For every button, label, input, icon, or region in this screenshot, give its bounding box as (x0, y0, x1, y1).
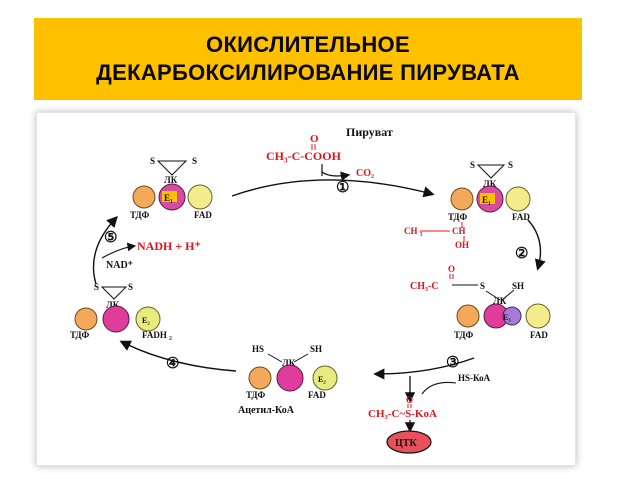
yellow-circle (505, 186, 531, 212)
s-label: S (480, 281, 485, 291)
step-2-label: ② (515, 245, 528, 262)
e1-inner (480, 193, 495, 204)
e1-inner (162, 191, 177, 202)
tca-node (386, 430, 432, 454)
title-line-1: ОКИСЛИТЕЛЬНОЕ (206, 32, 410, 57)
acetyl-coa-label: Ацетил-КоА (238, 405, 295, 416)
sh-bond (293, 353, 309, 363)
arrow-step-3 (373, 357, 475, 380)
complex-left: S S ЛК E₂ ТДФ FADH ₂ (70, 282, 172, 340)
lk-label: ЛК (106, 300, 120, 310)
pink-circle (276, 364, 304, 392)
nadh-label: NADH + H⁺ (137, 239, 201, 253)
e1-label: E₁ (482, 195, 491, 205)
fad-label: FAD (308, 390, 326, 400)
hydroxyethyl-oh: OH (455, 240, 469, 250)
step-1-label: ① (336, 179, 349, 196)
yellow-circle (187, 184, 213, 210)
pyruvate-oxo: O (310, 133, 319, 145)
s-left: S (150, 156, 155, 166)
tdf-label: ТДФ (448, 212, 468, 222)
co2-label: CO₂ (356, 168, 374, 179)
tdf-label: ТДФ (246, 390, 266, 400)
hydroxyethyl-ch3: CH ₃ (404, 226, 423, 236)
e2-label: E₂ (318, 375, 326, 384)
lk-label: ЛК (164, 175, 178, 185)
e2-circle (312, 365, 338, 391)
arrow-step-4 (119, 340, 237, 372)
fad-label: FAD (194, 210, 212, 220)
tdf-circle (456, 304, 480, 328)
hs-bond (267, 353, 283, 363)
hs-coa-label: HS-КоА (458, 373, 491, 383)
step-4-label: ④ (166, 355, 179, 372)
lk-label: ЛК (483, 179, 497, 189)
step-5-label: ⑤ (104, 229, 117, 246)
complex-top-left: S S ЛК E₁ ТДФ FAD (130, 156, 213, 220)
nadh-arrow (101, 242, 137, 259)
tdf-circle (450, 187, 474, 211)
lk-label: ЛК (493, 296, 507, 306)
complex-bottom: HS SH ЛК E₂ ТДФ FAD Ацетил-КоА (238, 344, 338, 416)
complex-top-right: S S ЛК E₁ ТДФ FAD CH ₃ CH OH (404, 160, 531, 250)
nad-label: NAD⁺ (106, 260, 133, 271)
e2-label: E₂ (142, 316, 150, 325)
s-right: S (128, 282, 133, 292)
e1-label: E₁ (164, 193, 173, 203)
lipoate-ring (476, 164, 506, 179)
hs-coa-arrow (421, 381, 457, 395)
lipoate-ring (100, 286, 128, 300)
lipoate-ring (156, 160, 188, 176)
s-left: S (94, 282, 99, 292)
acetyl-coa-formula: CH₃-C~S-KoA (368, 408, 437, 420)
title-banner: ОКИСЛИТЕЛЬНОЕ ДЕКАРБОКСИЛИРОВАНИЕ ПИРУВА… (34, 18, 582, 100)
sh-label: SH (512, 281, 524, 291)
step-3-label: ③ (446, 354, 459, 371)
fad-label: FAD (512, 212, 530, 222)
fadh2-label: FADH ₂ (142, 330, 172, 340)
pink-circle (102, 305, 130, 333)
acetyl-oxo: O (448, 264, 455, 274)
s-ring-left (485, 290, 501, 301)
pyruvate-label: Пируват (346, 125, 393, 139)
e3-circle (502, 306, 522, 326)
tdf-label: ТДФ (454, 330, 474, 340)
hydroxyethyl-ch: CH (452, 226, 466, 236)
hs-label: HS (252, 344, 264, 354)
complex-right: O CH₃-C S SH ЛК E₃ ТДФ FAD (410, 264, 551, 340)
arrow-step-1 (231, 179, 435, 198)
arrow-step-5 (92, 215, 118, 285)
lk-label: ЛК (282, 358, 296, 368)
s-right: S (508, 160, 513, 170)
acetyl-left: CH₃-C (410, 281, 439, 292)
tdf-circle (248, 366, 272, 390)
tdf-circle (74, 307, 98, 331)
diagram-frame (36, 112, 576, 466)
acetyl-coa-oxo: O (406, 395, 413, 405)
e3-label: E₃ (503, 313, 511, 322)
tdf-circle (132, 185, 156, 209)
s-left: S (470, 160, 475, 170)
yellow-circle (525, 303, 551, 329)
arrow-step-2 (527, 219, 546, 271)
fad-label: FAD (530, 330, 548, 340)
tdf-label: ТДФ (130, 210, 150, 220)
tca-label: ЦТК (395, 438, 417, 449)
s-right: S (192, 156, 197, 166)
co2-release-arrow (321, 171, 351, 181)
pyruvate-formula: CH₃-C-COOH (266, 149, 342, 163)
sh-label: SH (310, 344, 322, 354)
e2-circle (135, 306, 161, 332)
tdf-label: ТДФ (70, 330, 90, 340)
title-line-2: ДЕКАРБОКСИЛИРОВАНИЕ ПИРУВАТА (96, 60, 520, 85)
s-ring-right (501, 289, 515, 301)
